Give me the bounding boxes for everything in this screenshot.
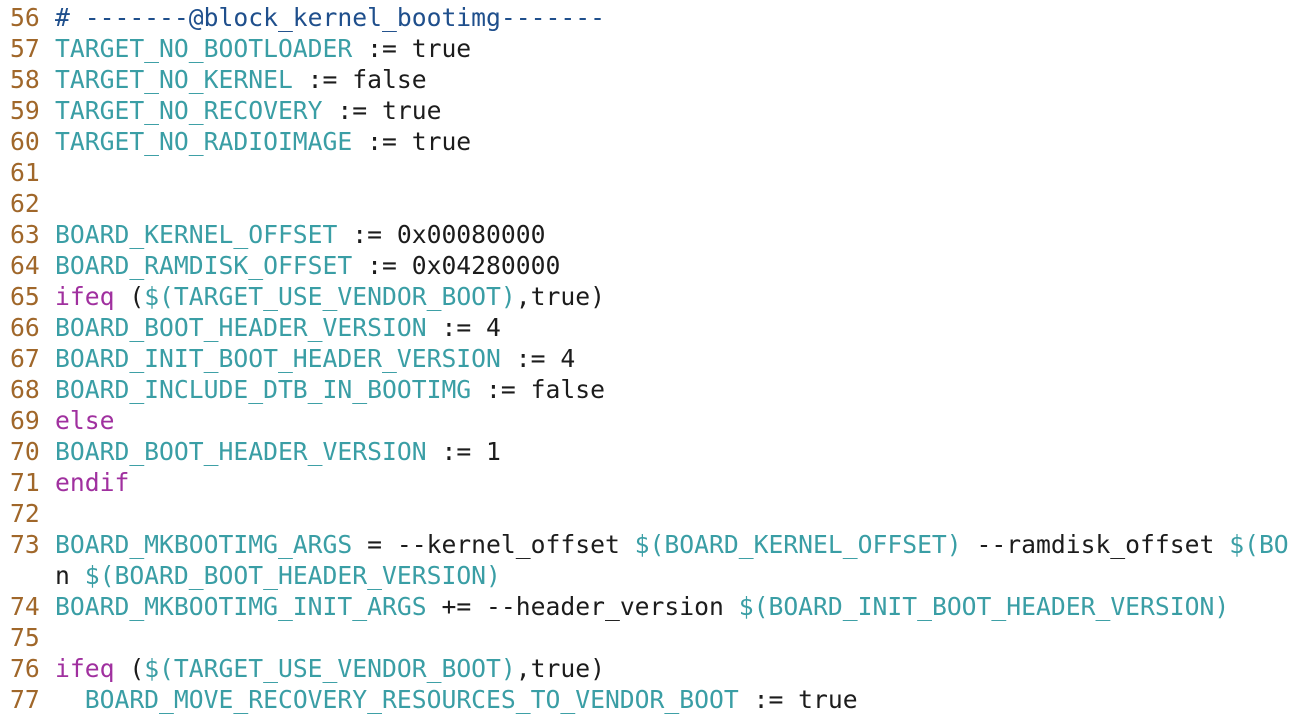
code-line[interactable]: 63 BOARD_KERNEL_OFFSET := 0x00080000	[0, 219, 1290, 250]
token-txt: += --header_version	[426, 592, 739, 621]
token-txt: := 0x04280000	[352, 251, 561, 280]
code-line[interactable]: 58 TARGET_NO_KERNEL := false	[0, 64, 1290, 95]
token-txt: := true	[322, 96, 442, 125]
line-number: 60	[10, 127, 40, 156]
line-number: 63	[10, 220, 40, 249]
line-number: 77	[10, 685, 40, 714]
code-line[interactable]: 72	[0, 498, 1290, 529]
code-line[interactable]: 62	[0, 188, 1290, 219]
token-var: $(BO	[1229, 530, 1289, 559]
token-txt: := 0x00080000	[337, 220, 546, 249]
token-txt: n	[55, 561, 85, 590]
token-txt: ,true)	[515, 282, 605, 311]
code-line[interactable]: 56 # -------@block_kernel_bootimg-------	[0, 2, 1290, 33]
token-txt: := false	[292, 65, 427, 94]
token-txt: := true	[352, 34, 472, 63]
code-line[interactable]: 61	[0, 157, 1290, 188]
token-var: TARGET_NO_KERNEL	[55, 65, 293, 94]
code-line[interactable]: 68 BOARD_INCLUDE_DTB_IN_BOOTIMG := false	[0, 374, 1290, 405]
line-number: 76	[10, 654, 40, 683]
code-line[interactable]: 75	[0, 622, 1290, 653]
token-kw: ifeq	[55, 282, 115, 311]
token-txt: := true	[738, 685, 858, 714]
line-number: 74	[10, 592, 40, 621]
token-var: BOARD_BOOT_HEADER_VERSION	[55, 437, 427, 466]
line-number: 62	[10, 189, 40, 218]
line-number: 56	[10, 3, 40, 32]
code-line[interactable]: 59 TARGET_NO_RECOVERY := true	[0, 95, 1290, 126]
token-kw: ifeq	[55, 654, 115, 683]
code-line[interactable]: 65 ifeq ($(TARGET_USE_VENDOR_BOOT),true)	[0, 281, 1290, 312]
code-line[interactable]: 70 BOARD_BOOT_HEADER_VERSION := 1	[0, 436, 1290, 467]
line-number: 61	[10, 158, 40, 187]
token-var: BOARD_MOVE_RECOVERY_RESOURCES_TO_VENDOR_…	[84, 685, 739, 714]
token-txt: (	[114, 282, 145, 311]
token-var: BOARD_KERNEL_OFFSET	[55, 220, 338, 249]
code-line[interactable]: 66 BOARD_BOOT_HEADER_VERSION := 4	[0, 312, 1290, 343]
token-var: $(BOARD_BOOT_HEADER_VERSION)	[84, 561, 501, 590]
token-var: BOARD_MKBOOTIMG_ARGS	[55, 530, 353, 559]
token-var: $(BOARD_KERNEL_OFFSET)	[634, 530, 962, 559]
code-line-wrap[interactable]: n $(BOARD_BOOT_HEADER_VERSION)	[0, 560, 1290, 591]
token-var: $(TARGET_USE_VENDOR_BOOT)	[144, 282, 516, 311]
code-line[interactable]: 74 BOARD_MKBOOTIMG_INIT_ARGS += --header_…	[0, 591, 1290, 622]
code-line[interactable]: 73 BOARD_MKBOOTIMG_ARGS = --kernel_offset…	[0, 529, 1290, 560]
line-number: 75	[10, 623, 40, 652]
line-number: 57	[10, 34, 40, 63]
token-txt: := 1	[426, 437, 501, 466]
line-number: 59	[10, 96, 40, 125]
line-number: 58	[10, 65, 40, 94]
line-number: 65	[10, 282, 40, 311]
token-txt: := false	[471, 375, 605, 404]
code-line[interactable]: 64 BOARD_RAMDISK_OFFSET := 0x04280000	[0, 250, 1290, 281]
line-number: 72	[10, 499, 40, 528]
token-txt: := 4	[426, 313, 501, 342]
line-number: 73	[10, 530, 40, 559]
token-txt: := true	[352, 127, 472, 156]
token-var: TARGET_NO_RECOVERY	[55, 96, 323, 125]
token-kw: else	[55, 406, 115, 435]
token-var: $(BOARD_INIT_BOOT_HEADER_VERSION)	[738, 592, 1230, 621]
line-number: 66	[10, 313, 40, 342]
token-txt	[55, 685, 85, 714]
token-var: TARGET_NO_RADIOIMAGE	[55, 127, 353, 156]
token-txt: := 4	[500, 344, 576, 373]
token-txt: ,true)	[515, 654, 605, 683]
token-txt: --ramdisk_offset	[961, 530, 1230, 559]
token-txt: = --kernel_offset	[352, 530, 635, 559]
code-line[interactable]: 71 endif	[0, 467, 1290, 498]
token-txt: (	[114, 654, 145, 683]
line-number: 68	[10, 375, 40, 404]
code-line[interactable]: 67 BOARD_INIT_BOOT_HEADER_VERSION := 4	[0, 343, 1290, 374]
token-var: BOARD_INIT_BOOT_HEADER_VERSION	[55, 344, 501, 373]
code-line[interactable]: 57 TARGET_NO_BOOTLOADER := true	[0, 33, 1290, 64]
token-var: BOARD_INCLUDE_DTB_IN_BOOTIMG	[55, 375, 472, 404]
token-var: $(TARGET_USE_VENDOR_BOOT)	[144, 654, 516, 683]
token-var: BOARD_RAMDISK_OFFSET	[55, 251, 353, 280]
token-cmt: # -------@block_kernel_bootimg-------	[55, 3, 605, 32]
token-kw: endif	[55, 468, 130, 497]
line-number: 67	[10, 344, 40, 373]
line-number: 71	[10, 468, 40, 497]
line-number: 64	[10, 251, 40, 280]
code-line[interactable]: 77 BOARD_MOVE_RECOVERY_RESOURCES_TO_VEND…	[0, 684, 1290, 715]
token-var: TARGET_NO_BOOTLOADER	[55, 34, 353, 63]
code-line[interactable]: 69 else	[0, 405, 1290, 436]
token-var: BOARD_MKBOOTIMG_INIT_ARGS	[55, 592, 427, 621]
line-number: 70	[10, 437, 40, 466]
token-var: BOARD_BOOT_HEADER_VERSION	[55, 313, 427, 342]
code-line[interactable]: 76 ifeq ($(TARGET_USE_VENDOR_BOOT),true)	[0, 653, 1290, 684]
code-line[interactable]: 60 TARGET_NO_RADIOIMAGE := true	[0, 126, 1290, 157]
line-number: 69	[10, 406, 40, 435]
